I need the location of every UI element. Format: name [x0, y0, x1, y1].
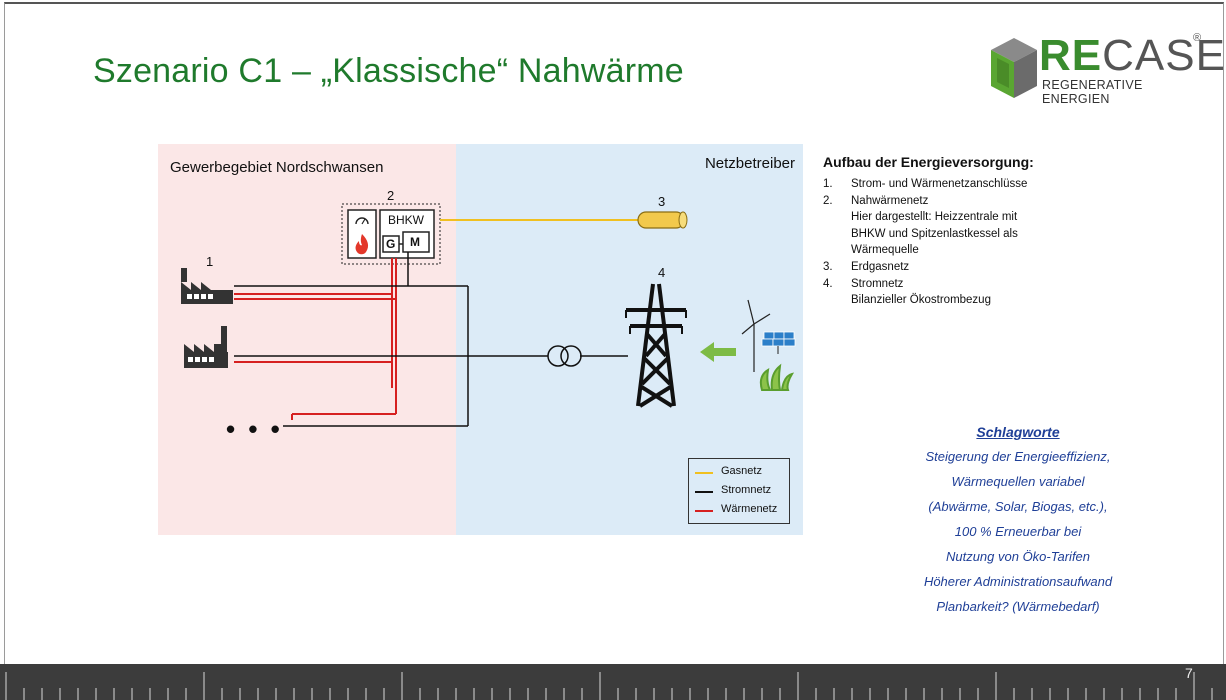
motor-label: M: [410, 235, 420, 249]
commercial-area-zone: [158, 144, 456, 535]
list-item: 1.Strom- und Wärmenetzanschlüsse: [823, 178, 1028, 190]
legend-label-heat: Wärmenetz: [721, 503, 778, 515]
keyword-line: Planbarkeit? (Wärmebedarf): [936, 599, 1100, 614]
keyword-line: 100 % Erneuerbar bei: [954, 524, 1082, 539]
legend-item-gas: Gasnetz: [695, 465, 789, 479]
more-consumers-ellipsis: • • •: [226, 414, 283, 444]
keywords-title: Schlagworte: [976, 424, 1060, 440]
boiler-gauge-flame-icon: [355, 217, 369, 255]
keyword-line: Wärmequellen variabel: [951, 474, 1085, 489]
cube-logo-icon: [991, 38, 1037, 98]
legend-swatch-heat: [695, 510, 713, 512]
logo-wordmark: RECASE: [1039, 31, 1226, 80]
recase-logo: RECASE ® REGENERATIVE ENERGIEN: [987, 32, 1225, 106]
bhkw-label: BHKW: [388, 213, 424, 227]
keyword-line: Nutzung von Öko-Tarifen: [945, 549, 1091, 564]
legend-swatch-power: [695, 491, 713, 493]
energy-diagram: Gewerbegebiet Nordschwansen Netzbetreibe…: [158, 144, 803, 535]
list-item: BHKW und Spitzenlastkessel als: [851, 227, 1018, 240]
keyword-line: Steigerung der Energieeffizienz,: [925, 449, 1111, 464]
logo-subtitle: REGENERATIVE ENERGIEN: [1042, 78, 1143, 106]
keywords-block: Schlagworte Steigerung der Energieeffizi…: [887, 424, 1149, 625]
generator-label: G: [386, 237, 396, 251]
legend-label-gas: Gasnetz: [721, 465, 762, 477]
list-item: Bilanzieller Ökostrombezug: [851, 294, 991, 307]
energy-supply-list: 1.Strom- und Wärmenetzanschlüsse 2.Nahwä…: [823, 176, 1083, 309]
grid-operator-label: Netzbetreiber: [704, 155, 795, 172]
legend-item-power: Stromnetz: [695, 484, 789, 498]
energy-supply-title: Aufbau der Energieversorgung:: [823, 154, 1034, 170]
energy-supply-structure: Aufbau der Energieversorgung: 1.Strom- u…: [823, 154, 1083, 309]
keyword-line: (Abwärme, Solar, Biogas, etc.),: [928, 499, 1108, 514]
ruler-ticks: [5, 672, 1213, 700]
label-number-4: 4: [658, 265, 666, 280]
page-number: 7: [1185, 665, 1193, 681]
commercial-area-label: Gewerbegebiet Nordschwansen: [170, 159, 384, 176]
slide-title: Szenario C1 – „Klassische“ Nahwärme: [93, 52, 684, 90]
label-number-3: 3: [658, 194, 666, 209]
list-item: 4.Stromnetz: [823, 277, 904, 290]
registered-mark: ®: [1193, 32, 1202, 44]
list-item: 3.Erdgasnetz: [823, 260, 910, 273]
label-number-2: 2: [387, 188, 395, 203]
legend: Gasnetz Stromnetz Wärmenetz: [688, 458, 790, 524]
list-item: Wärmequelle: [851, 244, 919, 257]
list-item: Hier dargestellt: Heizzentrale mit: [851, 211, 1018, 224]
page-ruler: 7: [0, 664, 1226, 700]
legend-label-power: Stromnetz: [721, 484, 772, 496]
keyword-line: Höherer Administrationsaufwand: [923, 574, 1113, 589]
list-item: 2.Nahwärmenetz: [823, 194, 929, 207]
slide: Szenario C1 – „Klassische“ Nahwärme RECA…: [4, 2, 1225, 667]
legend-swatch-gas: [695, 472, 713, 474]
label-number-1: 1: [206, 254, 214, 269]
legend-item-heat: Wärmenetz: [695, 503, 789, 517]
